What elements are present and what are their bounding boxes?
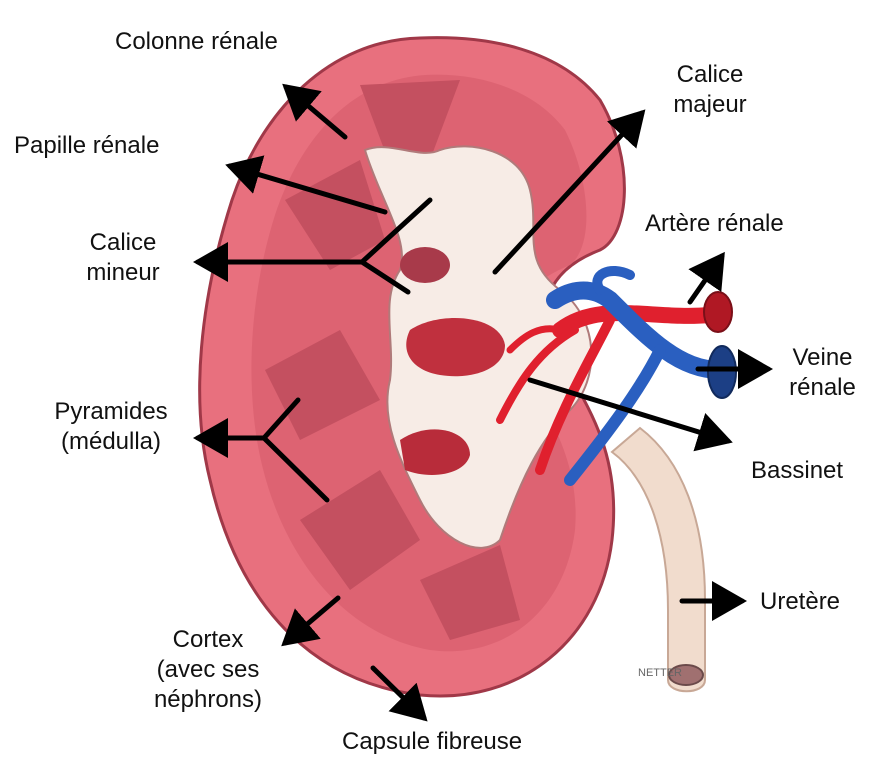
label-calice-mineur: Calice mineur — [62, 228, 184, 288]
cortex-line-2: (avec ses — [120, 655, 296, 685]
papilla — [400, 429, 470, 475]
label-pyramides: Pyramides (médulla) — [28, 397, 194, 457]
ureter — [612, 428, 705, 691]
calice-mineur-line-1: Calice — [62, 228, 184, 258]
veine-renale-line-1: Veine — [770, 343, 875, 373]
label-uretere: Uretère — [760, 587, 840, 617]
label-cortex: Cortex (avec ses néphrons) — [120, 625, 296, 715]
papilla — [406, 318, 505, 376]
calice-majeur-line-1: Calice — [648, 60, 772, 90]
calice-majeur-line-2: majeur — [648, 90, 772, 120]
artery-opening — [704, 292, 732, 332]
label-bassinet: Bassinet — [751, 456, 843, 486]
veine-renale-line-2: rénale — [770, 373, 875, 403]
calice-mineur-line-2: mineur — [62, 258, 184, 288]
label-colonne-renale: Colonne rénale — [115, 27, 278, 57]
cortex-line-1: Cortex — [120, 625, 296, 655]
label-papille-renale: Papille rénale — [14, 131, 159, 161]
label-capsule-fibreuse: Capsule fibreuse — [342, 727, 522, 757]
label-artere-renale: Artère rénale — [645, 209, 784, 239]
artist-signature: NETTER — [638, 667, 682, 679]
cortex-line-3: néphrons) — [120, 685, 296, 715]
label-calice-majeur: Calice majeur — [648, 60, 772, 120]
pyramides-line-1: Pyramides — [28, 397, 194, 427]
pyramides-line-2: (médulla) — [28, 427, 194, 457]
minor-calyx-opening — [400, 247, 450, 283]
label-veine-renale: Veine rénale — [770, 343, 875, 403]
vein-opening — [708, 346, 736, 398]
